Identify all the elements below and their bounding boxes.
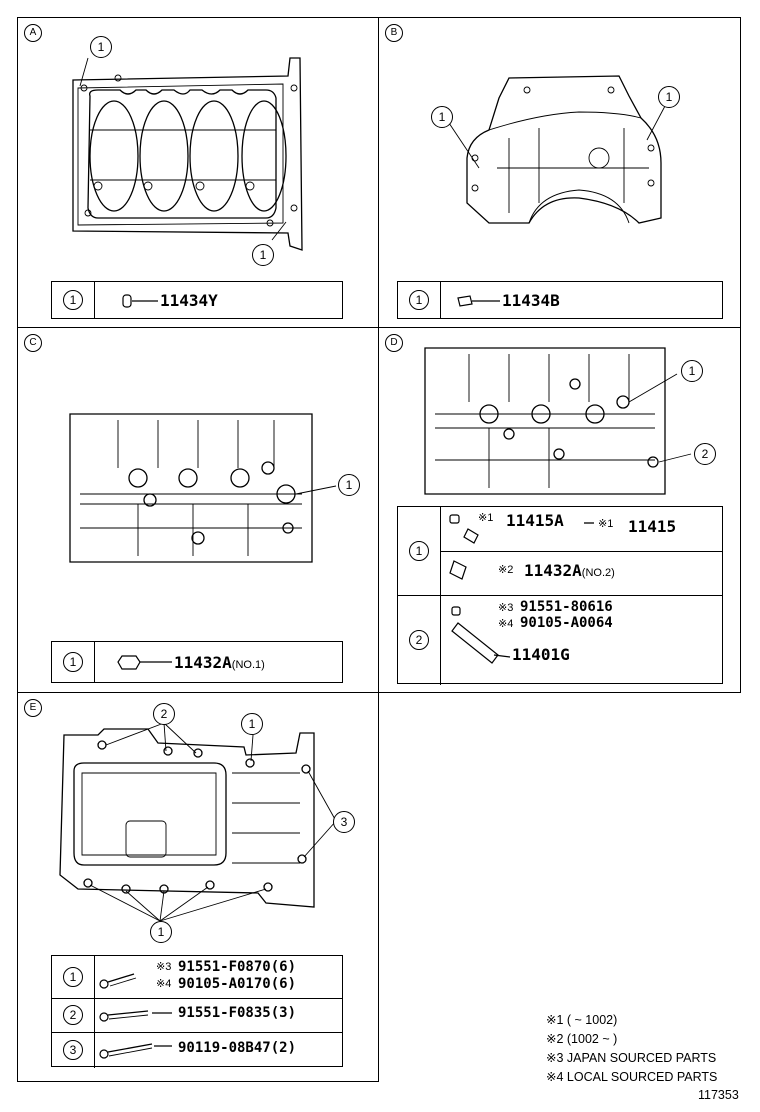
parts-table: 1 11434B (397, 281, 723, 319)
item-number: 1 (409, 290, 429, 310)
note-mark: ※1 (478, 512, 494, 524)
part-number: 90119-08B47(2) (178, 1040, 297, 1056)
item-number: 1 (63, 290, 83, 310)
part-number: 11415A (506, 511, 564, 530)
footnote: ※4 LOCAL SOURCED PARTS (546, 1070, 718, 1084)
part-number: 91551-F0835(3) (178, 1005, 297, 1021)
sensor-icon (449, 514, 594, 580)
callout-1: 1 (431, 106, 453, 128)
table-row: 3 90119-08B47(2) (52, 1032, 342, 1068)
callout-1: 1 (338, 474, 360, 496)
note-mark: ※2 (498, 564, 514, 576)
panel-corner-label: B (385, 24, 403, 42)
bolt-icon (99, 973, 137, 989)
footnote: ※3 JAPAN SOURCED PARTS (546, 1051, 717, 1065)
table-row: 2 ※3 91551-80616 ※4 90105-A0064 11401G (398, 595, 722, 685)
note-mark: ※4 (156, 978, 172, 990)
part-number: 11415 (628, 517, 677, 536)
part-code: 11432A (524, 561, 582, 580)
part-number: 11434B (502, 291, 560, 310)
panel-corner-label: A (24, 24, 42, 42)
panel-b: B 1 1 1 11434B (378, 17, 741, 328)
stud-bolt-icon (99, 1043, 172, 1059)
note-mark: ※3 (498, 602, 514, 614)
cylinder-block-side-view-drawing (424, 347, 692, 495)
callout-2: 2 (153, 703, 175, 725)
callout-1: 1 (241, 713, 263, 735)
callout-1: 1 (90, 36, 112, 58)
table-row: 1 ※1 11415A ※1 11415 ※2 11432A(NO.2) (398, 507, 722, 596)
knock-sensor-icon (451, 606, 511, 664)
callout-3: 3 (333, 811, 355, 833)
part-number: 11434Y (160, 291, 218, 310)
part-number: 11432A(NO.2) (524, 561, 615, 580)
item-number: 1 (63, 652, 83, 672)
part-qualifier: (NO.2) (581, 567, 615, 579)
part-code: 11432A (174, 653, 232, 672)
note-mark: ※3 (156, 961, 172, 973)
panel-d: D 1 2 1 (378, 327, 741, 693)
parts-table: 1 11434Y (51, 281, 343, 319)
callout-1: 1 (252, 244, 274, 266)
callout-1: 1 (150, 921, 172, 943)
panel-e: E 2 (17, 692, 379, 1082)
part-number: 11432A(NO.1) (174, 653, 265, 672)
part-number: 91551-F0870(6) (178, 959, 297, 975)
part-number: 90105-A0064 (520, 615, 613, 631)
item-number: 2 (409, 630, 429, 650)
footnote: ※1 ( ~ 1002) (546, 1013, 618, 1027)
parts-table: 1 11432A(NO.1) (51, 641, 343, 683)
part-number: 90105-A0170(6) (178, 976, 297, 992)
note-mark: ※1 (598, 518, 614, 530)
panel-c: C 1 1 11432A(NO.1) (17, 327, 379, 693)
footnote: ※2 (1002 ~ ) (546, 1032, 618, 1046)
cylinder-block-bottom-view-drawing (59, 722, 337, 922)
item-number: 3 (63, 1040, 83, 1060)
cylinder-block-top-view-drawing (72, 57, 303, 251)
item-number: 1 (409, 541, 429, 561)
drain-plug-icon (117, 655, 172, 670)
part-number: 91551-80616 (520, 599, 613, 615)
callout-1: 1 (681, 360, 703, 382)
table-row: 2 91551-F0835(3) (52, 998, 342, 1033)
panel-corner-label: E (24, 699, 42, 717)
cylinder-block-rear-view-drawing (448, 75, 666, 224)
item-number: 2 (63, 1005, 83, 1025)
callout-2: 2 (694, 443, 716, 465)
panel-a: A 1 1 1 11434Y (17, 17, 379, 328)
part-qualifier: (NO.1) (231, 659, 265, 671)
callout-1: 1 (658, 86, 680, 108)
panel-corner-label: C (24, 334, 42, 352)
part-number: 11401G (512, 645, 570, 664)
bolt-icon (99, 1010, 172, 1022)
figure-number: 117353 (698, 1088, 739, 1102)
panel-corner-label: D (385, 334, 403, 352)
plug-icon (457, 295, 500, 307)
cylinder-block-side-view-drawing (69, 413, 337, 563)
table-row: 1 ※3 91551-F0870(6) ※4 90105-A0170(6) (52, 956, 342, 999)
parts-table: 1 ※3 91551-F0870(6) ※4 90105-A0170(6) 2 … (51, 955, 343, 1068)
note-mark: ※4 (498, 618, 514, 630)
parts-table: 1 ※1 11415A ※1 11415 ※2 11432A(NO.2) 2 (397, 506, 723, 685)
row-divider (440, 551, 722, 552)
item-number: 1 (63, 967, 83, 987)
plug-icon (122, 294, 158, 308)
